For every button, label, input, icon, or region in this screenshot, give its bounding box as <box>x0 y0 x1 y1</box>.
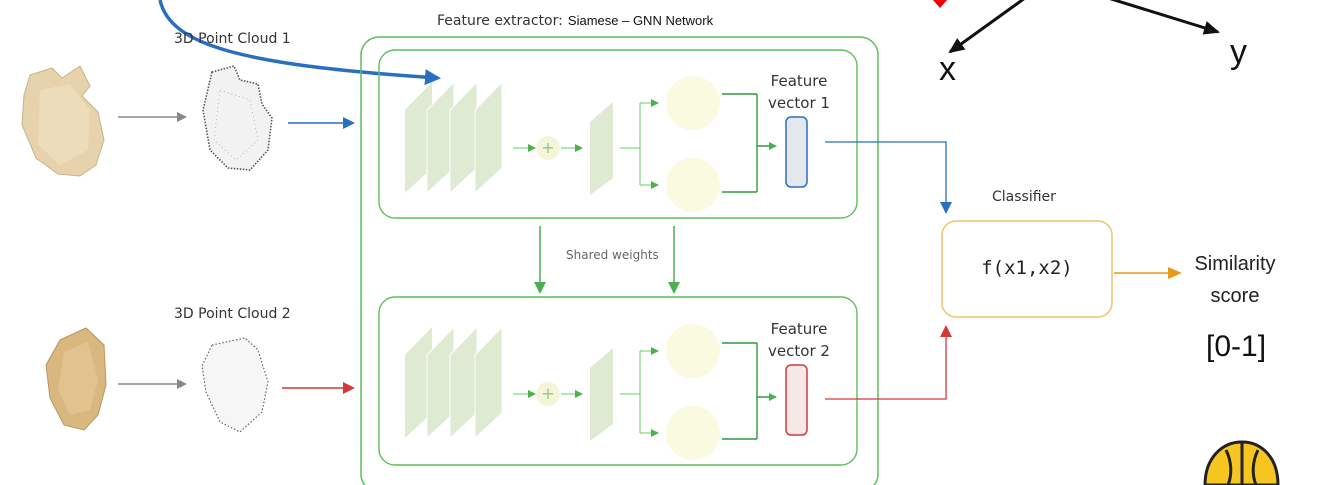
fragment-photo-1 <box>21 65 105 177</box>
input-label-2: 3D Point Cloud 2 <box>174 306 291 322</box>
axis-label-x: x <box>939 50 956 88</box>
arrow-fv2-to-classifier <box>825 325 952 400</box>
mlp-node-bottom-2 <box>666 406 720 460</box>
classifier-function: f(x1,x2) <box>981 257 1073 279</box>
mlp-node-top-2 <box>666 324 720 378</box>
classifier-box <box>941 220 1113 318</box>
classifier-label: Classifier <box>992 189 1056 205</box>
gnn-layer <box>405 327 432 438</box>
similarity-range: [0-1] <box>1206 330 1267 363</box>
pool-layer-2 <box>590 348 613 441</box>
input-label-1: 3D Point Cloud 1 <box>174 31 291 47</box>
network-outer-box <box>360 36 879 485</box>
title-network-name: Siamese – GNN Network <box>567 13 714 28</box>
feature-vector-2-box <box>785 364 808 436</box>
fv1-line2: vector 1 <box>768 94 830 112</box>
arrow-fv1-to-classifier <box>825 141 952 214</box>
plus-symbol-2: + <box>541 384 555 403</box>
fv2-line1: Feature <box>770 320 828 338</box>
branch-box-1 <box>378 49 858 219</box>
feature-vector-2-label: Feature vector 2 <box>761 318 837 362</box>
branch-box-2 <box>378 296 858 466</box>
feature-vector-1-box <box>785 116 808 188</box>
axis-arrow-x <box>948 0 1025 54</box>
mlp-node-bottom-1 <box>666 158 720 212</box>
gnn-layer <box>405 82 432 193</box>
point-cloud-1 <box>202 65 273 171</box>
mlp-node-top-1 <box>666 76 720 130</box>
axis-arrow-red-tip <box>933 0 947 8</box>
similarity-score-label: Similarity score <box>1180 248 1290 312</box>
fragment-photo-2 <box>45 327 107 431</box>
curved-blue-arrow <box>158 0 441 86</box>
title-prefix: Feature extractor: <box>437 13 563 29</box>
pool-layer-1 <box>590 102 613 195</box>
fv2-line2: vector 2 <box>768 342 830 360</box>
gnn-layer <box>474 325 503 440</box>
branch-2-layers <box>405 325 503 440</box>
sum-node-2 <box>536 382 560 406</box>
network-title: Feature extractor: Siamese – GNN Network <box>437 10 713 29</box>
branch-1-layers <box>405 80 503 195</box>
plus-symbol-1: + <box>541 138 555 157</box>
axis-label-y: y <box>1230 33 1247 71</box>
point-cloud-2 <box>201 337 269 433</box>
gnn-layer <box>474 80 503 195</box>
hard-hat-logo <box>1203 440 1280 485</box>
feature-vector-1-label: Feature vector 1 <box>761 70 837 114</box>
fv1-line1: Feature <box>770 72 828 90</box>
similarity-line1: Similarity <box>1194 253 1276 275</box>
similarity-line2: score <box>1210 285 1260 307</box>
shared-weights-label: Shared weights <box>566 248 659 262</box>
sum-node-1 <box>536 136 560 160</box>
axis-arrow-y <box>1109 0 1220 35</box>
